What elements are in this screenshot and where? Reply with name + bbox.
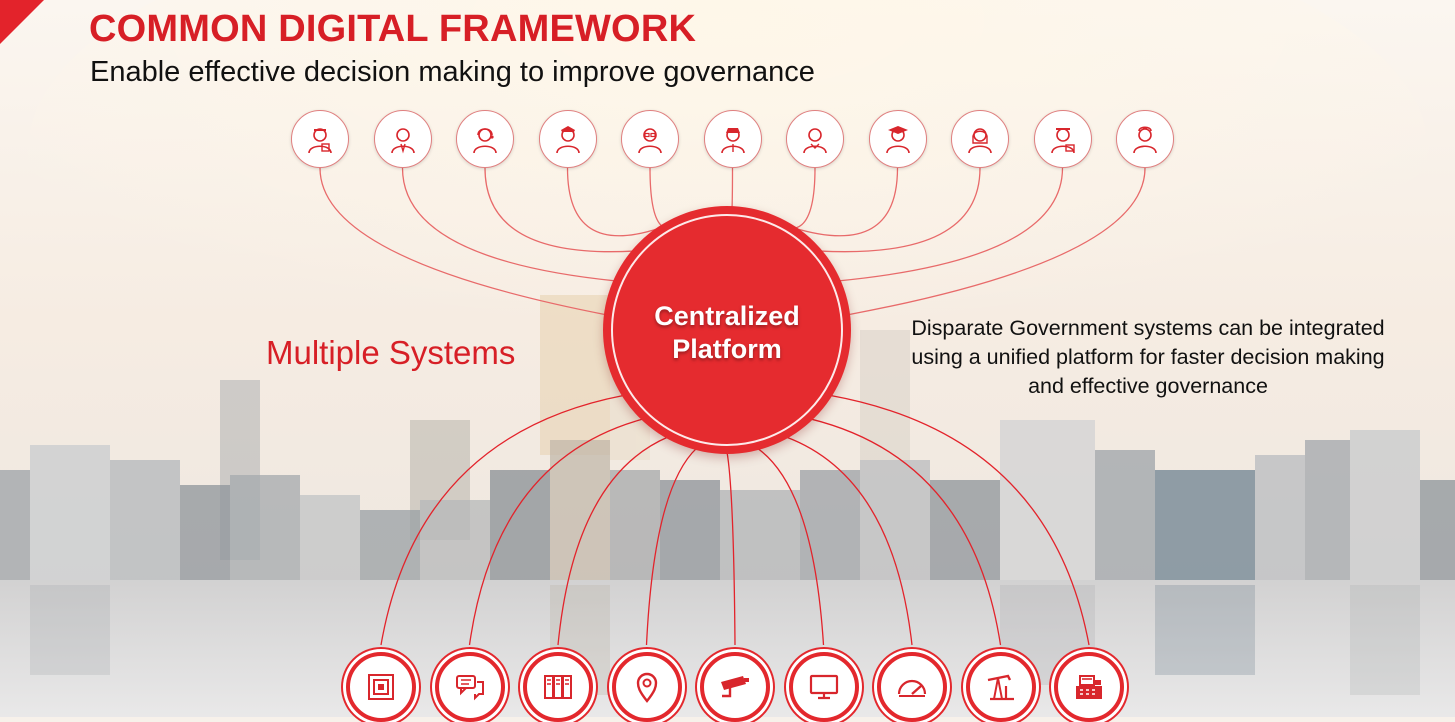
stakeholder-connector — [401, 167, 616, 282]
system-connector — [380, 394, 625, 646]
hub-inner-ring — [611, 214, 843, 446]
chat-messages-icon — [434, 652, 505, 722]
support-agent-icon — [456, 110, 514, 168]
stakeholder-connector — [847, 167, 1146, 316]
centralized-platform-hub: Centralized Platform — [603, 206, 851, 454]
businessman-icon — [373, 110, 432, 168]
cctv-camera-icon — [700, 652, 770, 722]
page-title: COMMON DIGITAL FRAMEWORK — [89, 8, 697, 50]
connector-lines — [319, 167, 1146, 646]
oil-pump-icon — [965, 652, 1036, 722]
hub-label-line2: Platform — [672, 334, 782, 364]
system-connector — [468, 418, 644, 646]
worker-icon — [291, 110, 349, 168]
corner-accent — [0, 0, 44, 44]
stakeholder-connector — [819, 167, 981, 253]
platform-description: Disparate Government systems can be inte… — [911, 316, 1385, 398]
server-rack-icon — [523, 652, 593, 722]
system-connector — [785, 436, 913, 646]
system-connector — [829, 394, 1090, 646]
woman-citizen-icon — [951, 110, 1009, 168]
rfid-card-icon — [346, 652, 416, 722]
stakeholder-connector — [319, 167, 607, 316]
official-icon — [703, 110, 762, 168]
cash-register-icon — [1054, 652, 1124, 722]
system-connector — [756, 447, 825, 646]
gauge-meter-icon — [877, 652, 947, 722]
stakeholder-connector — [838, 167, 1064, 282]
hub-label: Centralized Platform — [603, 300, 851, 366]
page-subtitle: Enable effective decision making to impr… — [90, 56, 815, 88]
system-connector — [645, 447, 698, 646]
multiple-systems-label: Multiple Systems — [266, 334, 516, 371]
police-officer-icon — [538, 110, 597, 168]
nurse-icon — [1116, 110, 1174, 168]
stakeholder-connector — [484, 167, 635, 253]
shopkeeper-icon — [1033, 110, 1092, 168]
system-connector — [726, 451, 736, 646]
system-connector — [810, 418, 1002, 646]
citizen-icon — [786, 110, 844, 168]
monitor-icon — [788, 652, 859, 722]
stakeholder-connector — [793, 167, 899, 237]
teacher-icon — [621, 110, 679, 168]
hub-label-line1: Centralized — [654, 301, 800, 331]
graduate-icon — [868, 110, 927, 168]
stakeholder-connector — [566, 167, 661, 237]
location-pin-icon — [611, 652, 682, 722]
system-connector — [557, 436, 669, 646]
